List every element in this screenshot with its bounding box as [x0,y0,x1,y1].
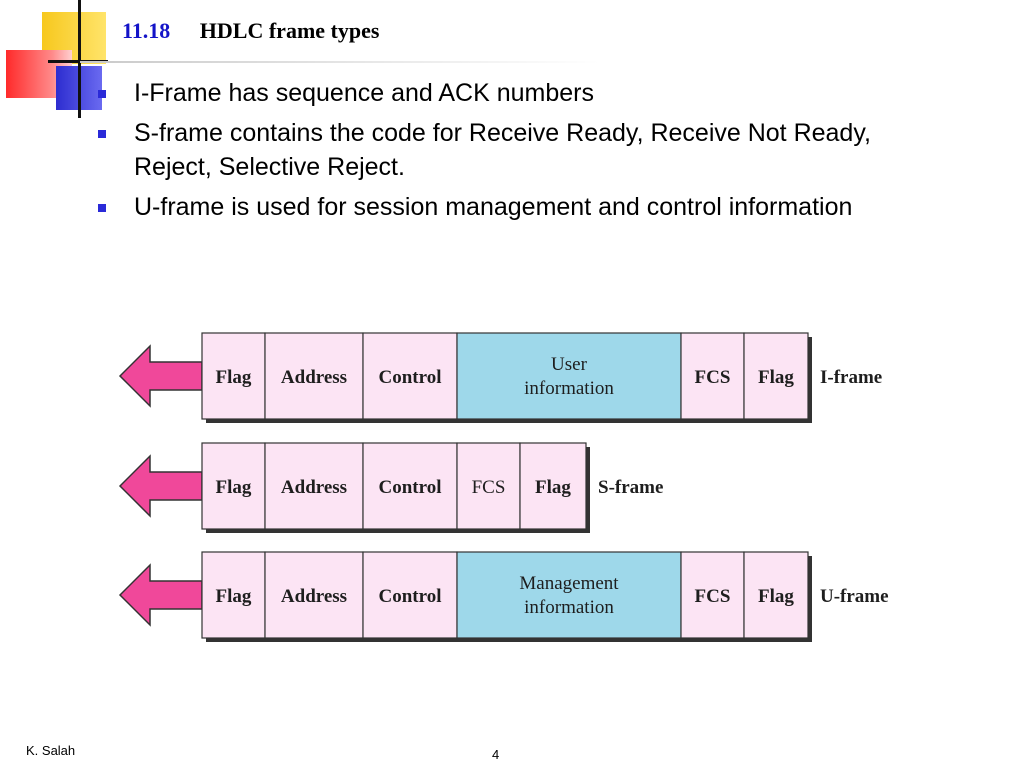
title-underline [80,61,600,63]
frame-field [743,332,809,420]
field-label: Control [379,586,442,607]
footer-author: K. Salah [26,743,76,758]
frame-field [362,442,458,530]
frame-field [264,332,364,420]
field-label: Address [281,586,347,607]
field-label: information [524,597,614,618]
bullet-item: I-Frame has sequence and ACK numbers [96,76,896,110]
slide-logo [0,0,110,120]
frame-field [456,332,682,420]
field-label: Flag [216,367,252,388]
bullet-item: U-frame is used for session management a… [96,190,896,224]
field-label: FCS [472,477,506,498]
left-arrow-icon [118,563,203,627]
left-arrow-icon [118,344,203,408]
frame-row-s-frame: Flag Address Control FCS Flag S-frame [118,442,663,533]
field-label: FCS [695,367,731,388]
frame-field [680,551,745,639]
field-label: Flag [216,477,252,498]
field-label: Control [379,367,442,388]
field-label: FCS [695,586,731,607]
bullet-list: I-Frame has sequence and ACK numbers S-f… [96,76,896,230]
frame-type-label: U-frame [820,586,889,607]
frame-field [201,332,266,420]
slide-title: 11.18 HDLC frame types [122,18,379,44]
bullet-square-icon [98,90,106,98]
bullet-square-icon [98,204,106,212]
field-label: Control [379,477,442,498]
bullet-text: U-frame is used for session management a… [134,193,853,221]
frame-field [456,551,682,639]
slide-number: 11.18 [122,18,171,43]
field-label: Address [281,367,347,388]
field-label: Management [519,573,619,594]
bullet-text: S-frame contains the code for Receive Re… [134,119,871,181]
frame-field [743,551,809,639]
frame-type-label: I-frame [820,367,882,388]
logo-horizontal-line [48,60,108,63]
logo-vertical-line [78,0,81,118]
frame-type-label: S-frame [598,477,663,498]
frame-field [456,442,521,530]
frame-field [519,442,587,530]
frame-field [680,332,745,420]
field-label: Flag [758,586,794,607]
slide-title-text: HDLC frame types [199,18,380,43]
frame-field [201,551,266,639]
field-label: User [551,354,588,375]
field-label: Address [281,477,347,498]
frame-field [264,442,364,530]
frame-field [264,551,364,639]
field-label: Flag [535,477,571,498]
frame-row-i-frame: Flag Address Control User information FCS Flag… [118,332,882,423]
bullet-text: I-Frame has sequence and ACK numbers [134,79,594,107]
footer-page-number: 4 [492,747,500,762]
left-arrow-icon [118,454,203,518]
frame-field [362,332,458,420]
field-label: Flag [758,367,794,388]
bullet-item: S-frame contains the code for Receive Re… [96,116,896,184]
frame-row-u-frame: Flag Address Control Management information F… [118,551,889,642]
field-label: Flag [216,586,252,607]
bullet-square-icon [98,130,106,138]
field-label: information [524,378,614,399]
